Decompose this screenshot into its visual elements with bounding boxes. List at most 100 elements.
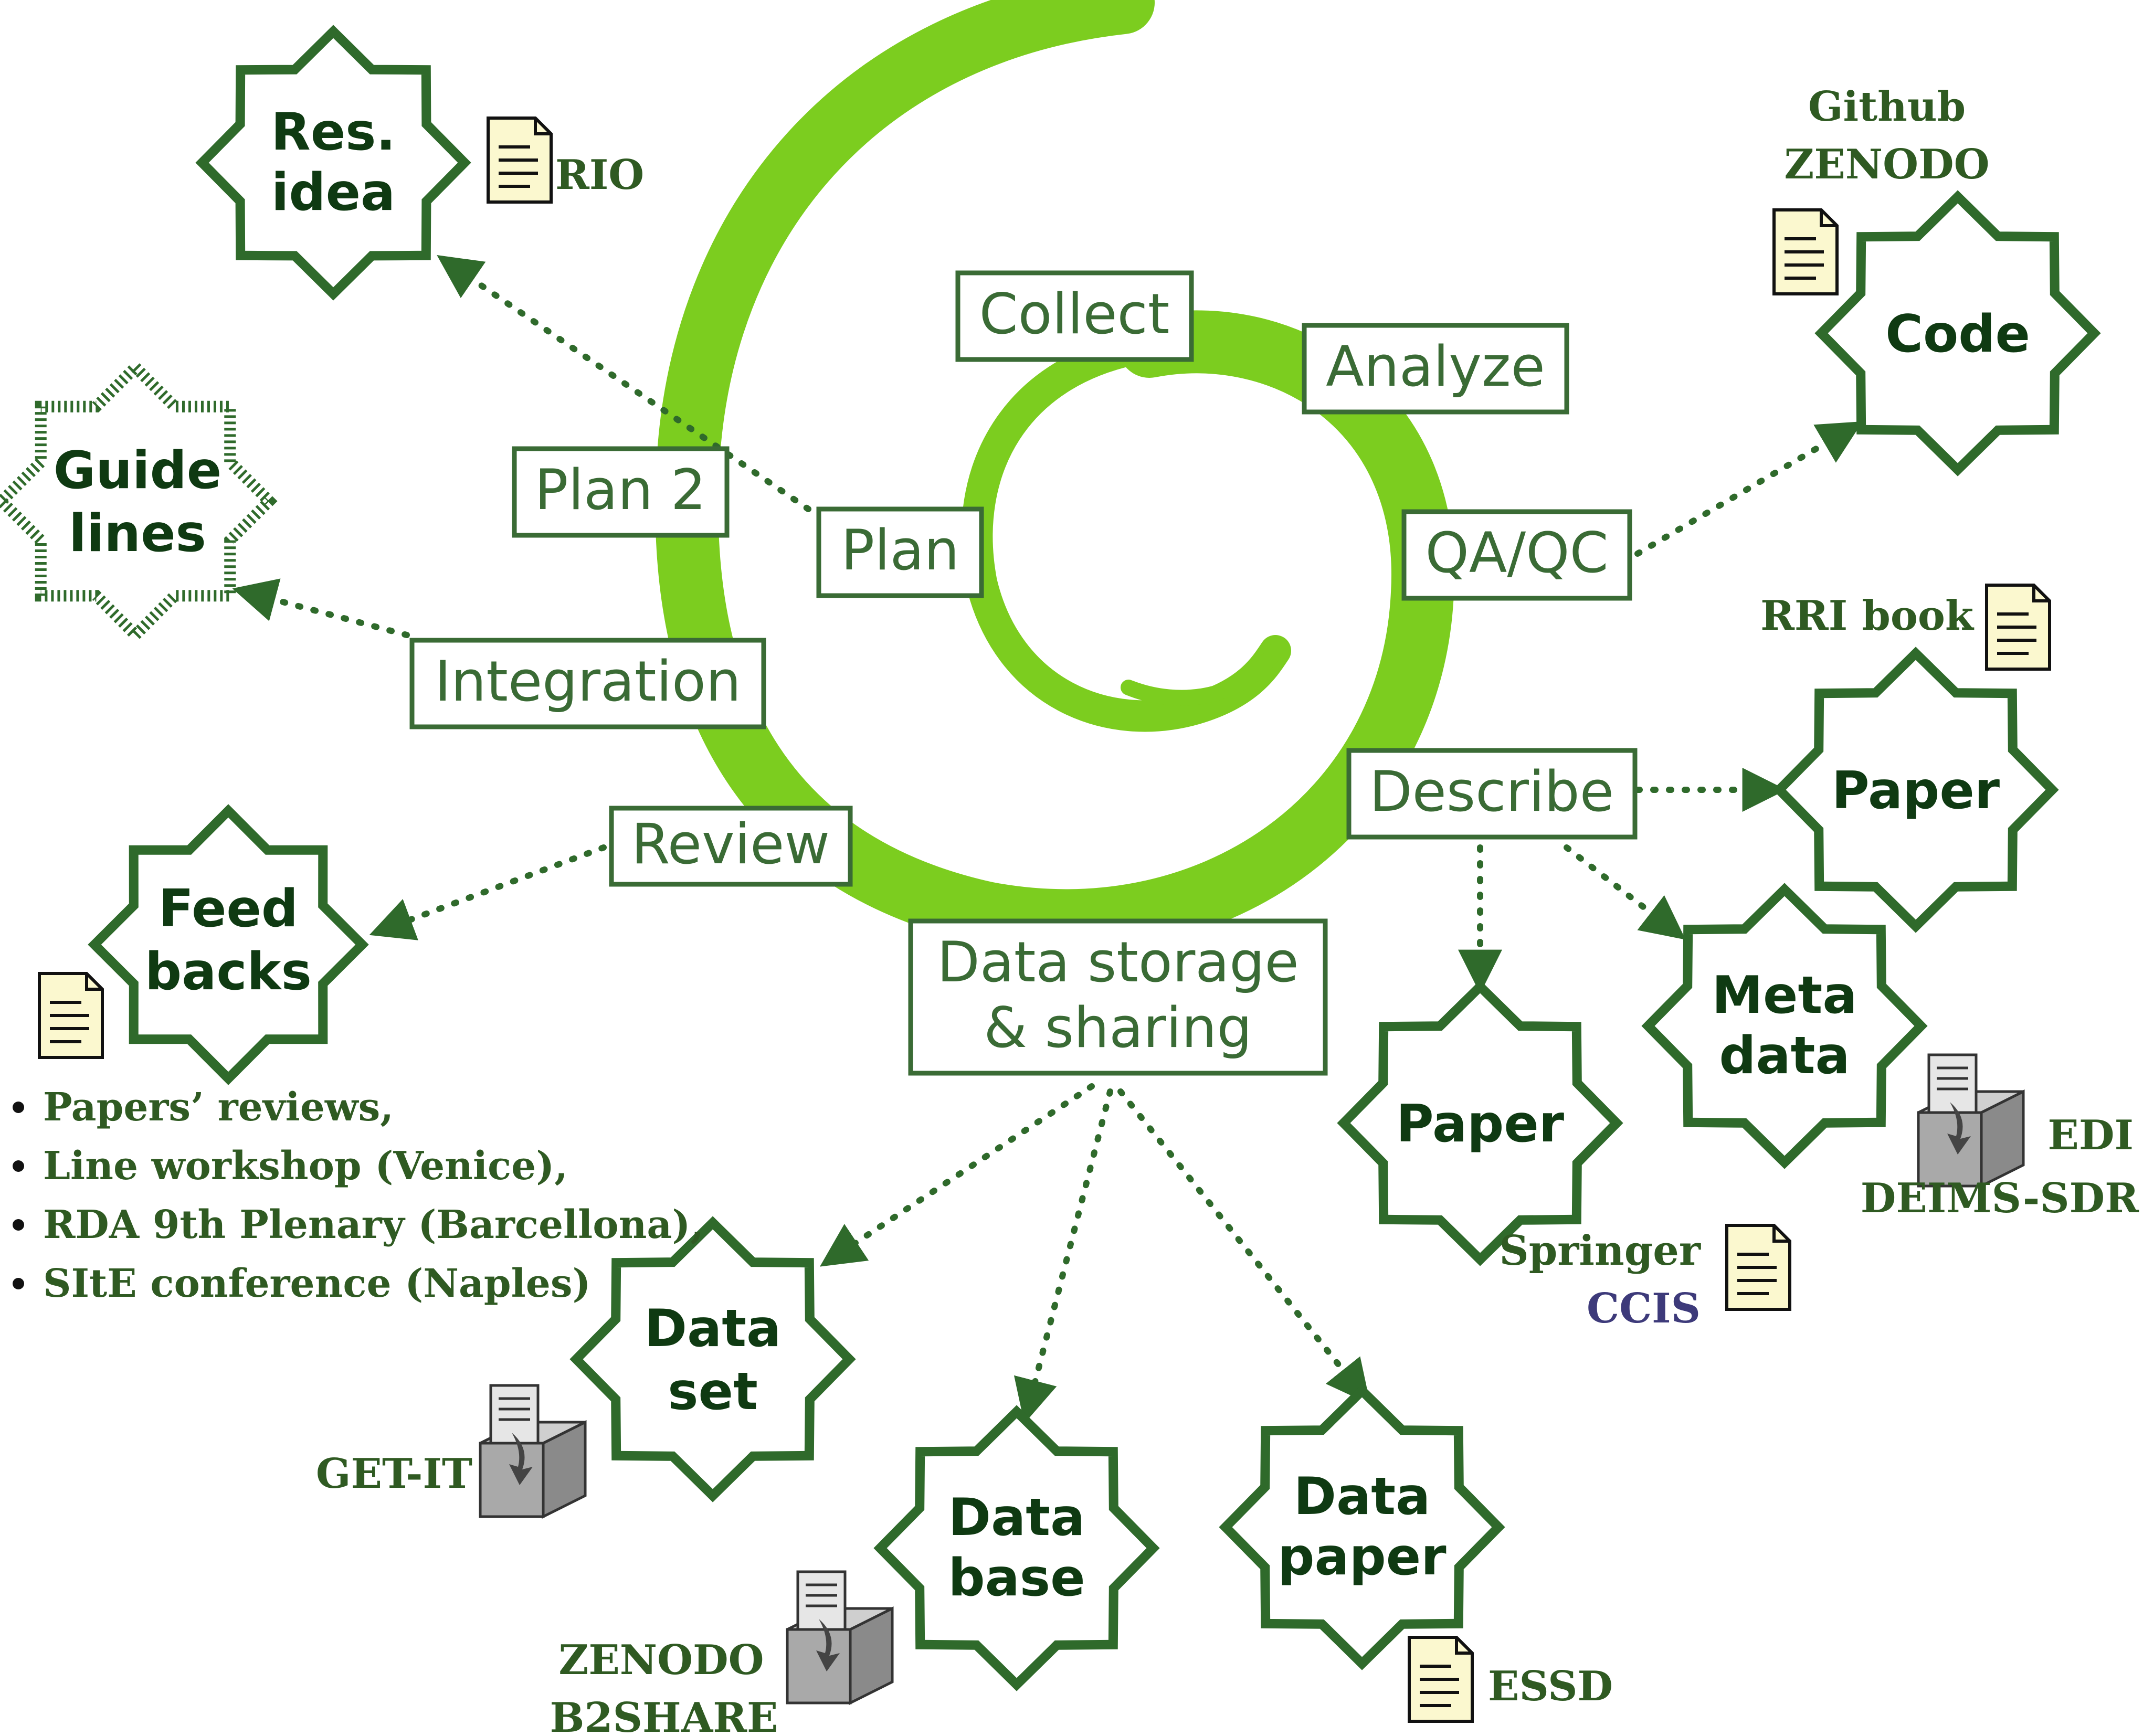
label-rio: RIO (555, 151, 644, 199)
repository-labels: RIO Github ZENODO RRI book EDI DEIMS-SDR… (316, 83, 2139, 1736)
step-review-label: Review (631, 812, 830, 876)
output-badges: Res. idea Guide lines Feed backs Code Pa… (0, 25, 2101, 1691)
feedback-event-text: Line workshop (Venice), (43, 1144, 568, 1189)
badge-metadata-label-2: data (1719, 1026, 1850, 1086)
badge-feedbacks-label-1: Feed (159, 879, 298, 939)
label-github: Github (1808, 83, 1966, 131)
star-badge-shape (1814, 190, 2101, 477)
badge-metadata-label-1: Meta (1712, 966, 1857, 1025)
label-edi: EDI (2047, 1112, 2134, 1159)
feedback-event-text: Papers’ reviews, (43, 1085, 394, 1130)
star-badge-shape (1641, 883, 1928, 1169)
step-qaqc-label: QA/QC (1425, 521, 1608, 585)
star-badge-shape (0, 359, 278, 643)
feedback-events-list: Papers’ reviews, Line workshop (Venice),… (13, 1085, 704, 1306)
star-badge-shape (1337, 980, 1623, 1266)
step-collect: Collect (955, 270, 1194, 362)
document-icon (39, 973, 102, 1057)
step-data-storage: Data storage & sharing (908, 918, 1328, 1076)
step-plan2: Plan 2 (512, 446, 730, 538)
badge-res-idea-label-2: idea (271, 163, 395, 223)
arrow-describe-to-metadata (1564, 844, 1686, 940)
document-icon (1987, 585, 2050, 669)
step-review: Review (609, 806, 853, 887)
list-item: RDA 9th Plenary (Barcellona), (13, 1202, 704, 1247)
label-essd: ESSD (1488, 1663, 1613, 1710)
arrow-storage-to-dataset (819, 1083, 1095, 1267)
star-badge-shape (569, 1216, 856, 1502)
step-qaqc: QA/QC (1401, 509, 1632, 601)
badge-metadata: Meta data (1641, 883, 1928, 1169)
document-icon (1774, 210, 1837, 294)
archive-box-icon (787, 1572, 892, 1703)
arrow-plan-to-res-idea (437, 255, 811, 512)
badge-paper-bottom-label: Paper (1396, 1094, 1565, 1154)
archive-box-icon (480, 1385, 585, 1517)
badge-code: Code (1814, 190, 2101, 477)
step-plan2-label: Plan 2 (535, 458, 706, 522)
step-collect-label: Collect (979, 282, 1170, 346)
document-icon (488, 118, 551, 202)
feedback-event-text: SItE conference (Naples) (43, 1261, 591, 1306)
label-getit: GET-IT (316, 1450, 472, 1498)
connector-arrows (232, 255, 1863, 1424)
badge-dataset: Data set (569, 1216, 856, 1502)
document-icon (1409, 1637, 1472, 1721)
badge-paper-right-label: Paper (1832, 761, 2000, 821)
step-integration: Integration (409, 638, 766, 729)
step-integration-label: Integration (435, 649, 741, 714)
badge-code-label: Code (1885, 304, 2030, 364)
badge-guidelines-label-2: lines (69, 504, 206, 564)
badge-guidelines: Guide lines (0, 359, 278, 643)
star-badge-shape (195, 25, 471, 301)
arrow-qaqc-to-code (1634, 421, 1863, 557)
label-zenodo-db: ZENODO (558, 1636, 764, 1684)
step-analyze: Analyze (1302, 323, 1569, 415)
arrow-integration-to-guidelines (232, 578, 410, 638)
badge-database-label-2: base (948, 1548, 1085, 1608)
list-item: Line workshop (Venice), (13, 1144, 568, 1189)
badge-datapaper-label-2: paper (1278, 1527, 1447, 1587)
step-plan: Plan (816, 506, 984, 598)
arrow-storage-to-database (1014, 1088, 1113, 1424)
document-icon (1727, 1225, 1790, 1309)
badge-datapaper: Data paper (1219, 1384, 1505, 1670)
process-steps: Collect Analyze Plan 2 Plan QA/QC Integr… (409, 270, 1638, 1076)
step-plan-label: Plan (841, 518, 959, 583)
list-item: SItE conference (Naples) (13, 1261, 591, 1306)
badge-paper-right: Paper (1772, 647, 2059, 933)
badge-dataset-label-2: set (668, 1362, 758, 1422)
step-analyze-label: Analyze (1326, 334, 1545, 399)
archive-box-icon (1918, 1055, 2023, 1186)
step-storage-label-1: Data storage (937, 930, 1299, 994)
star-badge-shape (1219, 1384, 1505, 1670)
label-ccis: CCIS (1587, 1285, 1701, 1332)
label-springer: Springer (1499, 1227, 1701, 1275)
star-badge-shape (1772, 647, 2059, 933)
feedback-event-text: RDA 9th Plenary (Barcellona), (43, 1202, 704, 1247)
badge-datapaper-label-1: Data (1294, 1467, 1430, 1527)
arrow-review-to-feedbacks (369, 844, 607, 940)
swirl-logo (655, 0, 1454, 952)
list-item: Papers’ reviews, (13, 1085, 394, 1130)
badge-dataset-label-1: Data (645, 1299, 781, 1359)
badge-feedbacks: Feed backs (88, 804, 369, 1085)
star-badge-shape (88, 804, 369, 1085)
label-deims-sdr: DEIMS-SDR (1861, 1174, 2139, 1222)
star-badge-shape (873, 1405, 1160, 1691)
badge-res-idea: Res. idea (195, 25, 471, 301)
arrow-storage-to-datapaper (1117, 1088, 1370, 1405)
badge-database: Data base (873, 1405, 1160, 1691)
label-b2share: B2SHARE (550, 1694, 778, 1736)
badge-feedbacks-label-2: backs (145, 942, 312, 1002)
step-storage-label-2: & sharing (984, 996, 1252, 1060)
step-describe: Describe (1346, 748, 1638, 840)
badge-guidelines-label-1: Guide (54, 441, 221, 501)
step-describe-label: Describe (1369, 759, 1614, 824)
badge-res-idea-label-1: Res. (271, 102, 396, 162)
label-zenodo-code: ZENODO (1784, 141, 1989, 188)
badge-paper-bottom: Paper (1337, 980, 1623, 1266)
badge-database-label-1: Data (948, 1488, 1085, 1548)
label-rri-book: RRI book (1760, 592, 1975, 640)
